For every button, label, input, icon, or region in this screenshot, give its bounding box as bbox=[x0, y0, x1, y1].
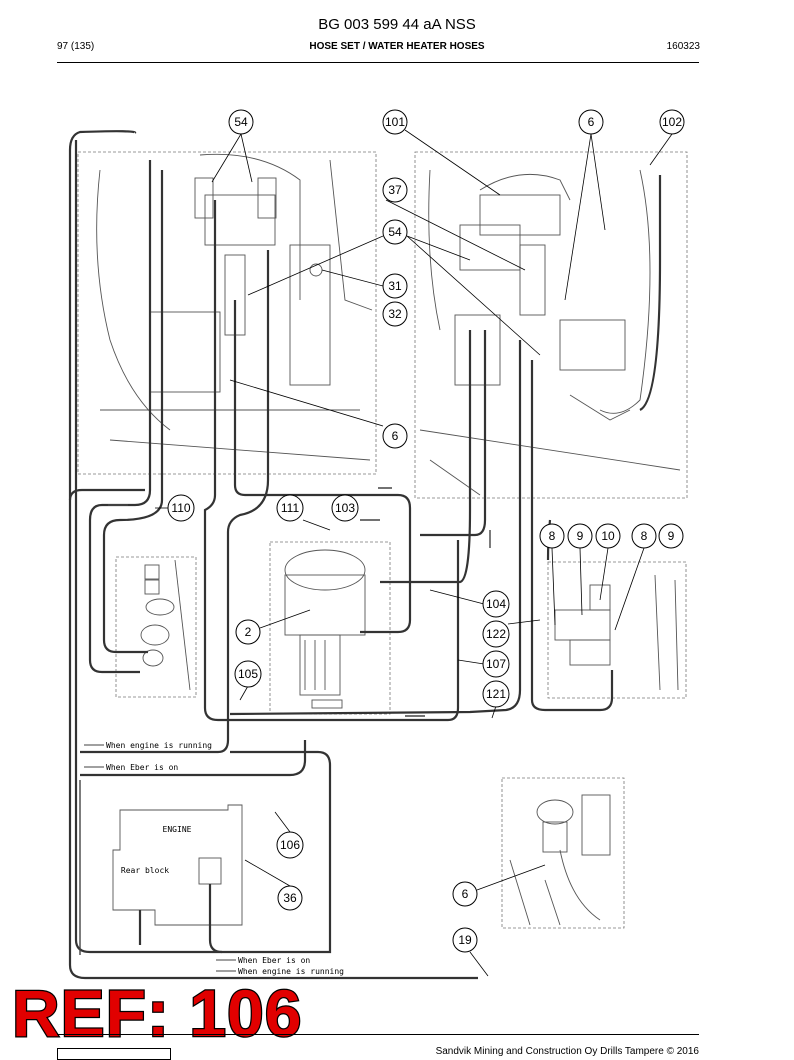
callout-6b: 6 bbox=[382, 423, 408, 449]
callout-103: 103 bbox=[331, 494, 359, 522]
svg-text:102: 102 bbox=[662, 115, 682, 129]
callout-9a: 9 bbox=[567, 523, 593, 549]
callout-6a: 6 bbox=[578, 109, 604, 135]
svg-text:32: 32 bbox=[388, 307, 402, 321]
page-number: 97 (135) bbox=[57, 41, 95, 52]
rear-block-label: Rear block bbox=[121, 866, 169, 875]
left-fittings-sketch bbox=[140, 559, 191, 691]
callout-101: 101 bbox=[382, 109, 408, 135]
date-code: 160323 bbox=[666, 41, 700, 52]
section-title: HOSE SET / WATER HEATER HOSES bbox=[309, 41, 485, 52]
svg-text:8: 8 bbox=[549, 529, 556, 543]
footer-copyright: Sandvik Mining and Construction Oy Drill… bbox=[435, 1046, 699, 1057]
callout-32: 32 bbox=[382, 301, 408, 327]
callout-10: 10 bbox=[595, 523, 621, 549]
callout-107: 107 bbox=[482, 650, 510, 678]
callout-122: 122 bbox=[482, 620, 510, 648]
reference-stamp: REF: 106 bbox=[11, 976, 303, 1050]
callout-121: 121 bbox=[482, 680, 510, 708]
legend-eber-on-bottom: When Eber is on bbox=[238, 956, 310, 965]
engine-label: ENGINE bbox=[163, 825, 192, 834]
svg-text:6: 6 bbox=[588, 115, 595, 129]
svg-text:6: 6 bbox=[392, 429, 399, 443]
callout-19: 19 bbox=[452, 927, 478, 953]
svg-text:104: 104 bbox=[486, 597, 506, 611]
photo-left-valve bbox=[77, 151, 377, 475]
svg-text:101: 101 bbox=[385, 115, 405, 129]
sandvik-logo bbox=[57, 1048, 171, 1060]
legend-engine-running: When engine is running bbox=[106, 741, 212, 750]
callout-106: 106 bbox=[276, 831, 304, 859]
header-rule bbox=[57, 62, 699, 63]
svg-text:2: 2 bbox=[245, 625, 252, 639]
callout-8a: 8 bbox=[539, 523, 565, 549]
svg-text:8: 8 bbox=[641, 529, 648, 543]
svg-text:105: 105 bbox=[238, 667, 258, 681]
photo-right-valve bbox=[414, 151, 688, 499]
callout-6c: 6 bbox=[452, 881, 478, 907]
callout-31: 31 bbox=[382, 273, 408, 299]
callout-36: 36 bbox=[277, 885, 303, 911]
svg-text:121: 121 bbox=[486, 687, 506, 701]
callout-104: 104 bbox=[482, 590, 510, 618]
engine-outline: ENGINE Rear block bbox=[112, 804, 243, 954]
svg-text:31: 31 bbox=[388, 279, 402, 293]
legend-bottom: When Eber is on When engine is running bbox=[216, 956, 344, 976]
legend-eber-on: When Eber is on bbox=[106, 763, 178, 772]
footer-rule bbox=[57, 1034, 699, 1035]
svg-text:6: 6 bbox=[462, 887, 469, 901]
leader-lines bbox=[155, 129, 673, 977]
svg-text:37: 37 bbox=[388, 183, 402, 197]
svg-text:110: 110 bbox=[171, 501, 190, 515]
photo-heater-unit bbox=[269, 541, 391, 715]
legend-top: When engine is running When Eber is on bbox=[84, 741, 212, 772]
callout-105: 105 bbox=[234, 660, 262, 688]
svg-text:122: 122 bbox=[486, 627, 506, 641]
photo-right-fittings bbox=[547, 561, 687, 699]
callout-8b: 8 bbox=[631, 523, 657, 549]
document-number: BG 003 599 44 aA NSS bbox=[318, 16, 476, 33]
svg-text:10: 10 bbox=[601, 529, 615, 543]
right-valve-sketch bbox=[419, 169, 681, 496]
photo-pump bbox=[501, 777, 625, 929]
callout-37: 37 bbox=[382, 177, 408, 203]
heater-sketch bbox=[284, 549, 366, 709]
right-fittings-sketch bbox=[554, 574, 679, 691]
svg-text:9: 9 bbox=[668, 529, 675, 543]
photo-left-fittings bbox=[115, 556, 197, 698]
callout-54a: 54 bbox=[228, 109, 254, 135]
svg-text:36: 36 bbox=[283, 891, 297, 905]
svg-text:106: 106 bbox=[280, 838, 300, 852]
callout-110: 110 bbox=[167, 494, 195, 522]
legend-engine-running-bottom: When engine is running bbox=[238, 967, 344, 976]
svg-text:111: 111 bbox=[281, 501, 300, 515]
svg-text:103: 103 bbox=[335, 501, 355, 515]
svg-text:19: 19 bbox=[458, 933, 472, 947]
callout-9b: 9 bbox=[658, 523, 684, 549]
callout-102: 102 bbox=[659, 109, 685, 135]
callout-2: 2 bbox=[235, 619, 261, 645]
svg-text:54: 54 bbox=[234, 115, 248, 129]
callout-54b: 54 bbox=[382, 219, 408, 245]
svg-text:9: 9 bbox=[577, 529, 584, 543]
hose-routes bbox=[68, 130, 662, 980]
svg-text:54: 54 bbox=[388, 225, 402, 239]
pump-sketch bbox=[509, 794, 611, 926]
svg-text:107: 107 bbox=[486, 657, 506, 671]
callout-111: 111 bbox=[276, 494, 304, 522]
